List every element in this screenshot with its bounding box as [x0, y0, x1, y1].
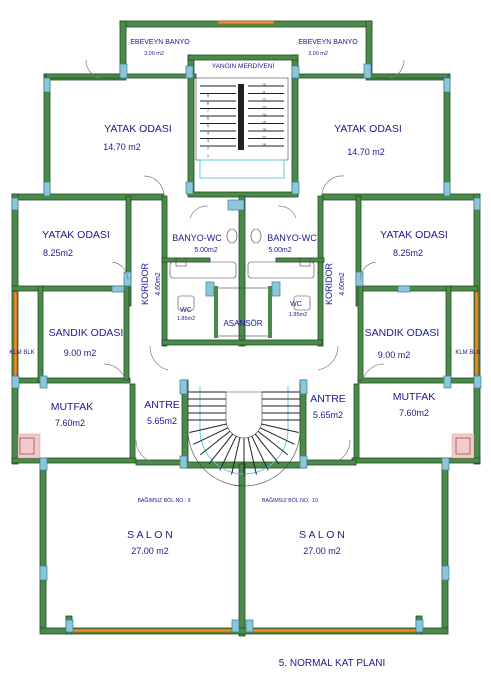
kitchen-tiles — [17, 433, 475, 459]
spiral-tread — [260, 427, 295, 445]
spiral-stair — [187, 384, 301, 487]
stair-step-number: 16 — [262, 128, 266, 132]
columns — [11, 63, 482, 633]
mutfak-right-area: 7.60m2 — [399, 408, 429, 418]
unit-left-label: BAĞIMSIZ BÖL.NO.: 9 — [137, 497, 190, 504]
banyo-wc-right-area: 5.00m2 — [268, 247, 291, 254]
antre-right-area: 5.65m2 — [313, 410, 343, 420]
koridor-left-name: KORIDOR — [140, 263, 150, 306]
yatak-big-right-name: YATAK ODASI — [334, 123, 402, 135]
klm-left-label: KLM BLK — [9, 350, 34, 356]
banyo-wc-left-name: BANYO-WC — [172, 233, 222, 243]
sandik-right-area: 9.00 m2 — [378, 350, 411, 360]
stair-step-number: 9 — [207, 94, 209, 98]
antre-left-name: ANTRE — [144, 399, 180, 411]
yatak-small-right-area: 8.25m2 — [393, 248, 423, 258]
stair-step-number: 17 — [262, 136, 266, 140]
spiral-tread — [208, 433, 234, 465]
stair-step-number: 11 — [262, 91, 266, 95]
bath-fixtures — [169, 228, 315, 311]
unit-right-label: BAĞIMSIZ BÖL.NO.: 10 — [262, 497, 318, 504]
stair-step-number: 6 — [207, 117, 209, 121]
wc-left-name: WC — [180, 307, 192, 314]
banyo-wc-left-area: 5.00m2 — [194, 247, 217, 254]
stair-step-number: 18 — [262, 143, 266, 147]
yangin-merdiveni-label: YANGIN MERDİVENİ — [212, 61, 275, 70]
stair-step-number: 3 — [207, 139, 209, 143]
stair-step-number: 4 — [207, 132, 209, 136]
sandik-right-name: SANDIK ODASI — [365, 327, 440, 339]
salon-right-name: S A L O N — [299, 529, 345, 541]
klm-right-label: KLM BLK — [455, 350, 480, 356]
koridor-right-name: KORIDOR — [324, 263, 334, 306]
stair-step-number: 10 — [262, 83, 266, 87]
wc-right-area: 1.85m2 — [289, 312, 307, 318]
ebeveyn-banyo-right-area: 3.00 m2 — [308, 51, 328, 57]
spiral-tread — [251, 436, 269, 471]
plan-title: 5. NORMAL KAT PLANI — [279, 658, 386, 669]
spiral-tread — [219, 436, 237, 471]
yatak-big-right-area: 14.70 m2 — [347, 147, 385, 157]
stair-step-number: 7 — [207, 109, 209, 113]
wc-left-area: 1.85m2 — [177, 316, 195, 322]
walls — [11, 20, 481, 637]
banyo-wc-right-name: BANYO-WC — [267, 233, 317, 243]
antre-left-area: 5.65m2 — [147, 416, 177, 426]
yatak-big-left-area: 14.70 m2 — [103, 142, 141, 152]
spiral-tread — [199, 430, 231, 456]
koridor-right-area: 4.60m2 — [339, 272, 346, 295]
elevator — [214, 286, 272, 338]
spiral-tread — [193, 427, 228, 445]
wc-right-name: WC — [290, 301, 302, 308]
stair-step-number: 1 — [207, 154, 209, 158]
ebeveyn-banyo-right-name: EBEVEYN BANYO — [298, 39, 358, 46]
spiral-tread — [257, 430, 289, 456]
asansor-label: ASANSÖR — [223, 319, 262, 328]
room-labels: EBEVEYN BANYO 3.00 m2 EBEVEYN BANYO 3.00… — [9, 39, 480, 669]
antre-right-name: ANTRE — [310, 393, 346, 405]
mutfak-right-name: MUTFAK — [393, 391, 436, 403]
ebeveyn-banyo-left-area: 3.00 m2 — [144, 51, 164, 57]
stair-step-number: 15 — [262, 121, 266, 125]
ebeveyn-banyo-left-name: EBEVEYN BANYO — [130, 39, 190, 46]
yatak-small-left-name: YATAK ODASI — [42, 229, 110, 241]
spiral-tread — [247, 437, 257, 475]
stair-step-number: 8 — [207, 102, 209, 106]
spiral-tread — [231, 437, 241, 475]
mutfak-left-area: 7.60m2 — [55, 418, 85, 428]
salon-left-name: S A L O N — [127, 529, 173, 541]
spiral-tread — [254, 433, 280, 465]
yatak-small-right-name: YATAK ODASI — [380, 229, 448, 241]
sandik-left-name: SANDIK ODASI — [49, 327, 124, 339]
salon-left-area: 27.00 m2 — [131, 546, 169, 556]
stair-step-number: 13 — [262, 106, 266, 110]
yatak-big-left-name: YATAK ODASI — [104, 123, 172, 135]
spiral-tread — [189, 423, 227, 433]
stair-step-number: 14 — [262, 113, 266, 117]
salon-right-area: 27.00 m2 — [303, 546, 341, 556]
yatak-small-left-area: 8.25m2 — [43, 248, 73, 258]
sandik-left-area: 9.00 m2 — [64, 348, 97, 358]
door-swings — [85, 59, 405, 463]
stair-step-number: 2 — [207, 147, 209, 151]
mutfak-left-name: MUTFAK — [51, 401, 94, 413]
koridor-left-area: 4.60m2 — [155, 272, 162, 295]
stair-step-number: 5 — [207, 124, 209, 128]
stair-step-number: 12 — [262, 98, 266, 102]
spiral-tread — [261, 423, 299, 433]
